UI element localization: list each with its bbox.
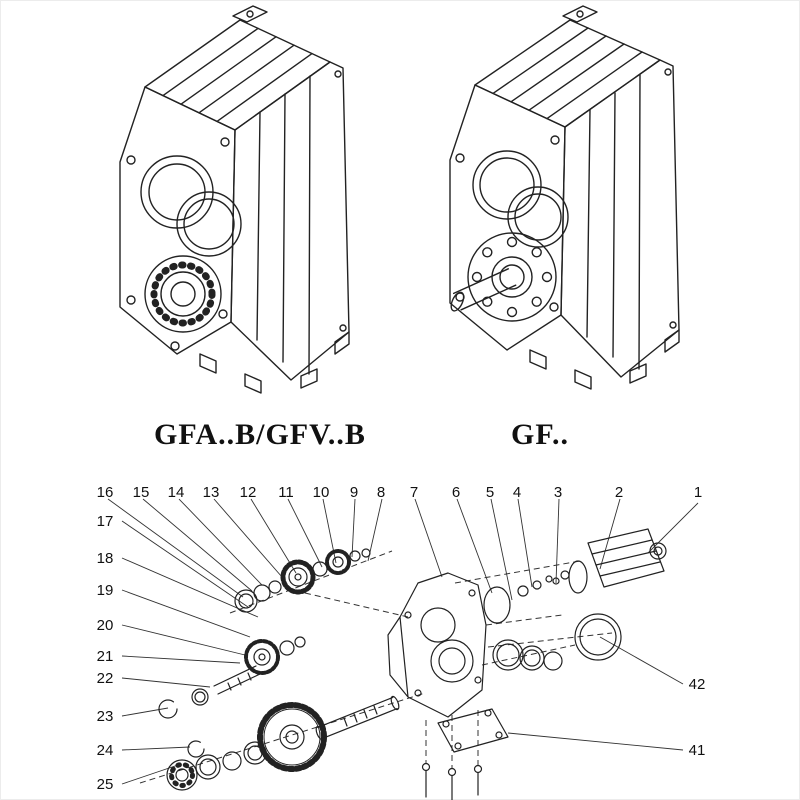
callout-18: 18 bbox=[97, 550, 114, 567]
callout-23: 23 bbox=[97, 708, 114, 725]
callout-13: 13 bbox=[203, 484, 220, 501]
callout-6: 6 bbox=[452, 484, 460, 501]
top-boss bbox=[232, 5, 268, 23]
motor-unit bbox=[552, 528, 667, 594]
leader-lines bbox=[107, 498, 699, 785]
callout-25: 25 bbox=[97, 776, 114, 793]
input-shaft-assembly bbox=[234, 548, 371, 613]
gearbox-gfab-lines bbox=[119, 5, 350, 394]
cover-plate bbox=[437, 708, 509, 753]
intermediate-gear-set bbox=[191, 636, 306, 706]
gear-bore-1 bbox=[140, 155, 214, 229]
callout-4: 4 bbox=[513, 484, 521, 501]
callout-10: 10 bbox=[313, 484, 330, 501]
gear-bore-1 bbox=[472, 150, 542, 220]
callout-16: 16 bbox=[97, 484, 114, 501]
output-flange bbox=[467, 232, 557, 322]
callout-1: 1 bbox=[694, 484, 702, 501]
callout-11: 11 bbox=[278, 484, 294, 501]
body-side bbox=[230, 61, 350, 381]
top-boss bbox=[562, 5, 598, 23]
callout-12: 12 bbox=[240, 484, 257, 501]
callout-42: 42 bbox=[689, 676, 706, 693]
callout-24: 24 bbox=[97, 742, 114, 759]
callout-21: 21 bbox=[97, 648, 114, 665]
snap-ring bbox=[158, 699, 178, 719]
exploded-parts bbox=[158, 528, 667, 800]
gearbox-gfab-drawing bbox=[119, 5, 350, 394]
callout-22: 22 bbox=[97, 670, 114, 687]
callout-20: 20 bbox=[97, 617, 114, 634]
top-deck bbox=[474, 19, 661, 128]
gearbox-gf-lines bbox=[449, 5, 680, 390]
callout-17: 17 bbox=[97, 513, 114, 530]
output-gear-shaft bbox=[257, 695, 400, 772]
gear-bore-2 bbox=[176, 191, 242, 257]
exploded-view-diagram: 16 15 14 13 12 11 10 9 8 7 6 5 4 3 2 1 1… bbox=[97, 484, 706, 800]
callout-9: 9 bbox=[350, 484, 358, 501]
callout-41: 41 bbox=[689, 742, 706, 759]
body-side bbox=[560, 59, 680, 378]
caption-gf: GF.. bbox=[511, 418, 569, 451]
output-shaft bbox=[450, 268, 517, 312]
bearing-detail bbox=[144, 255, 222, 333]
callout-8: 8 bbox=[377, 484, 385, 501]
mounting-bolts bbox=[421, 762, 483, 800]
washer-bearing-stack bbox=[166, 740, 267, 791]
callout-5: 5 bbox=[486, 484, 494, 501]
callout-3: 3 bbox=[554, 484, 562, 501]
callout-numbers-right: 42 41 bbox=[689, 676, 706, 759]
callout-14: 14 bbox=[168, 484, 185, 501]
gearbox-gf-drawing bbox=[449, 5, 680, 390]
seal-rings bbox=[483, 575, 622, 671]
gear-housing bbox=[387, 572, 487, 718]
callout-15: 15 bbox=[133, 484, 150, 501]
callout-7: 7 bbox=[410, 484, 418, 501]
caption-gfab: GFA..B/GFV..B bbox=[154, 418, 366, 451]
top-deck bbox=[144, 19, 331, 131]
gear-bore-2 bbox=[507, 186, 569, 248]
callout-2: 2 bbox=[615, 484, 623, 501]
callout-19: 19 bbox=[97, 582, 114, 599]
callout-numbers-left: 17 18 19 20 21 22 23 24 25 bbox=[97, 513, 114, 793]
callout-numbers-top: 16 15 14 13 12 11 10 9 8 7 6 5 4 3 2 1 bbox=[97, 484, 703, 501]
